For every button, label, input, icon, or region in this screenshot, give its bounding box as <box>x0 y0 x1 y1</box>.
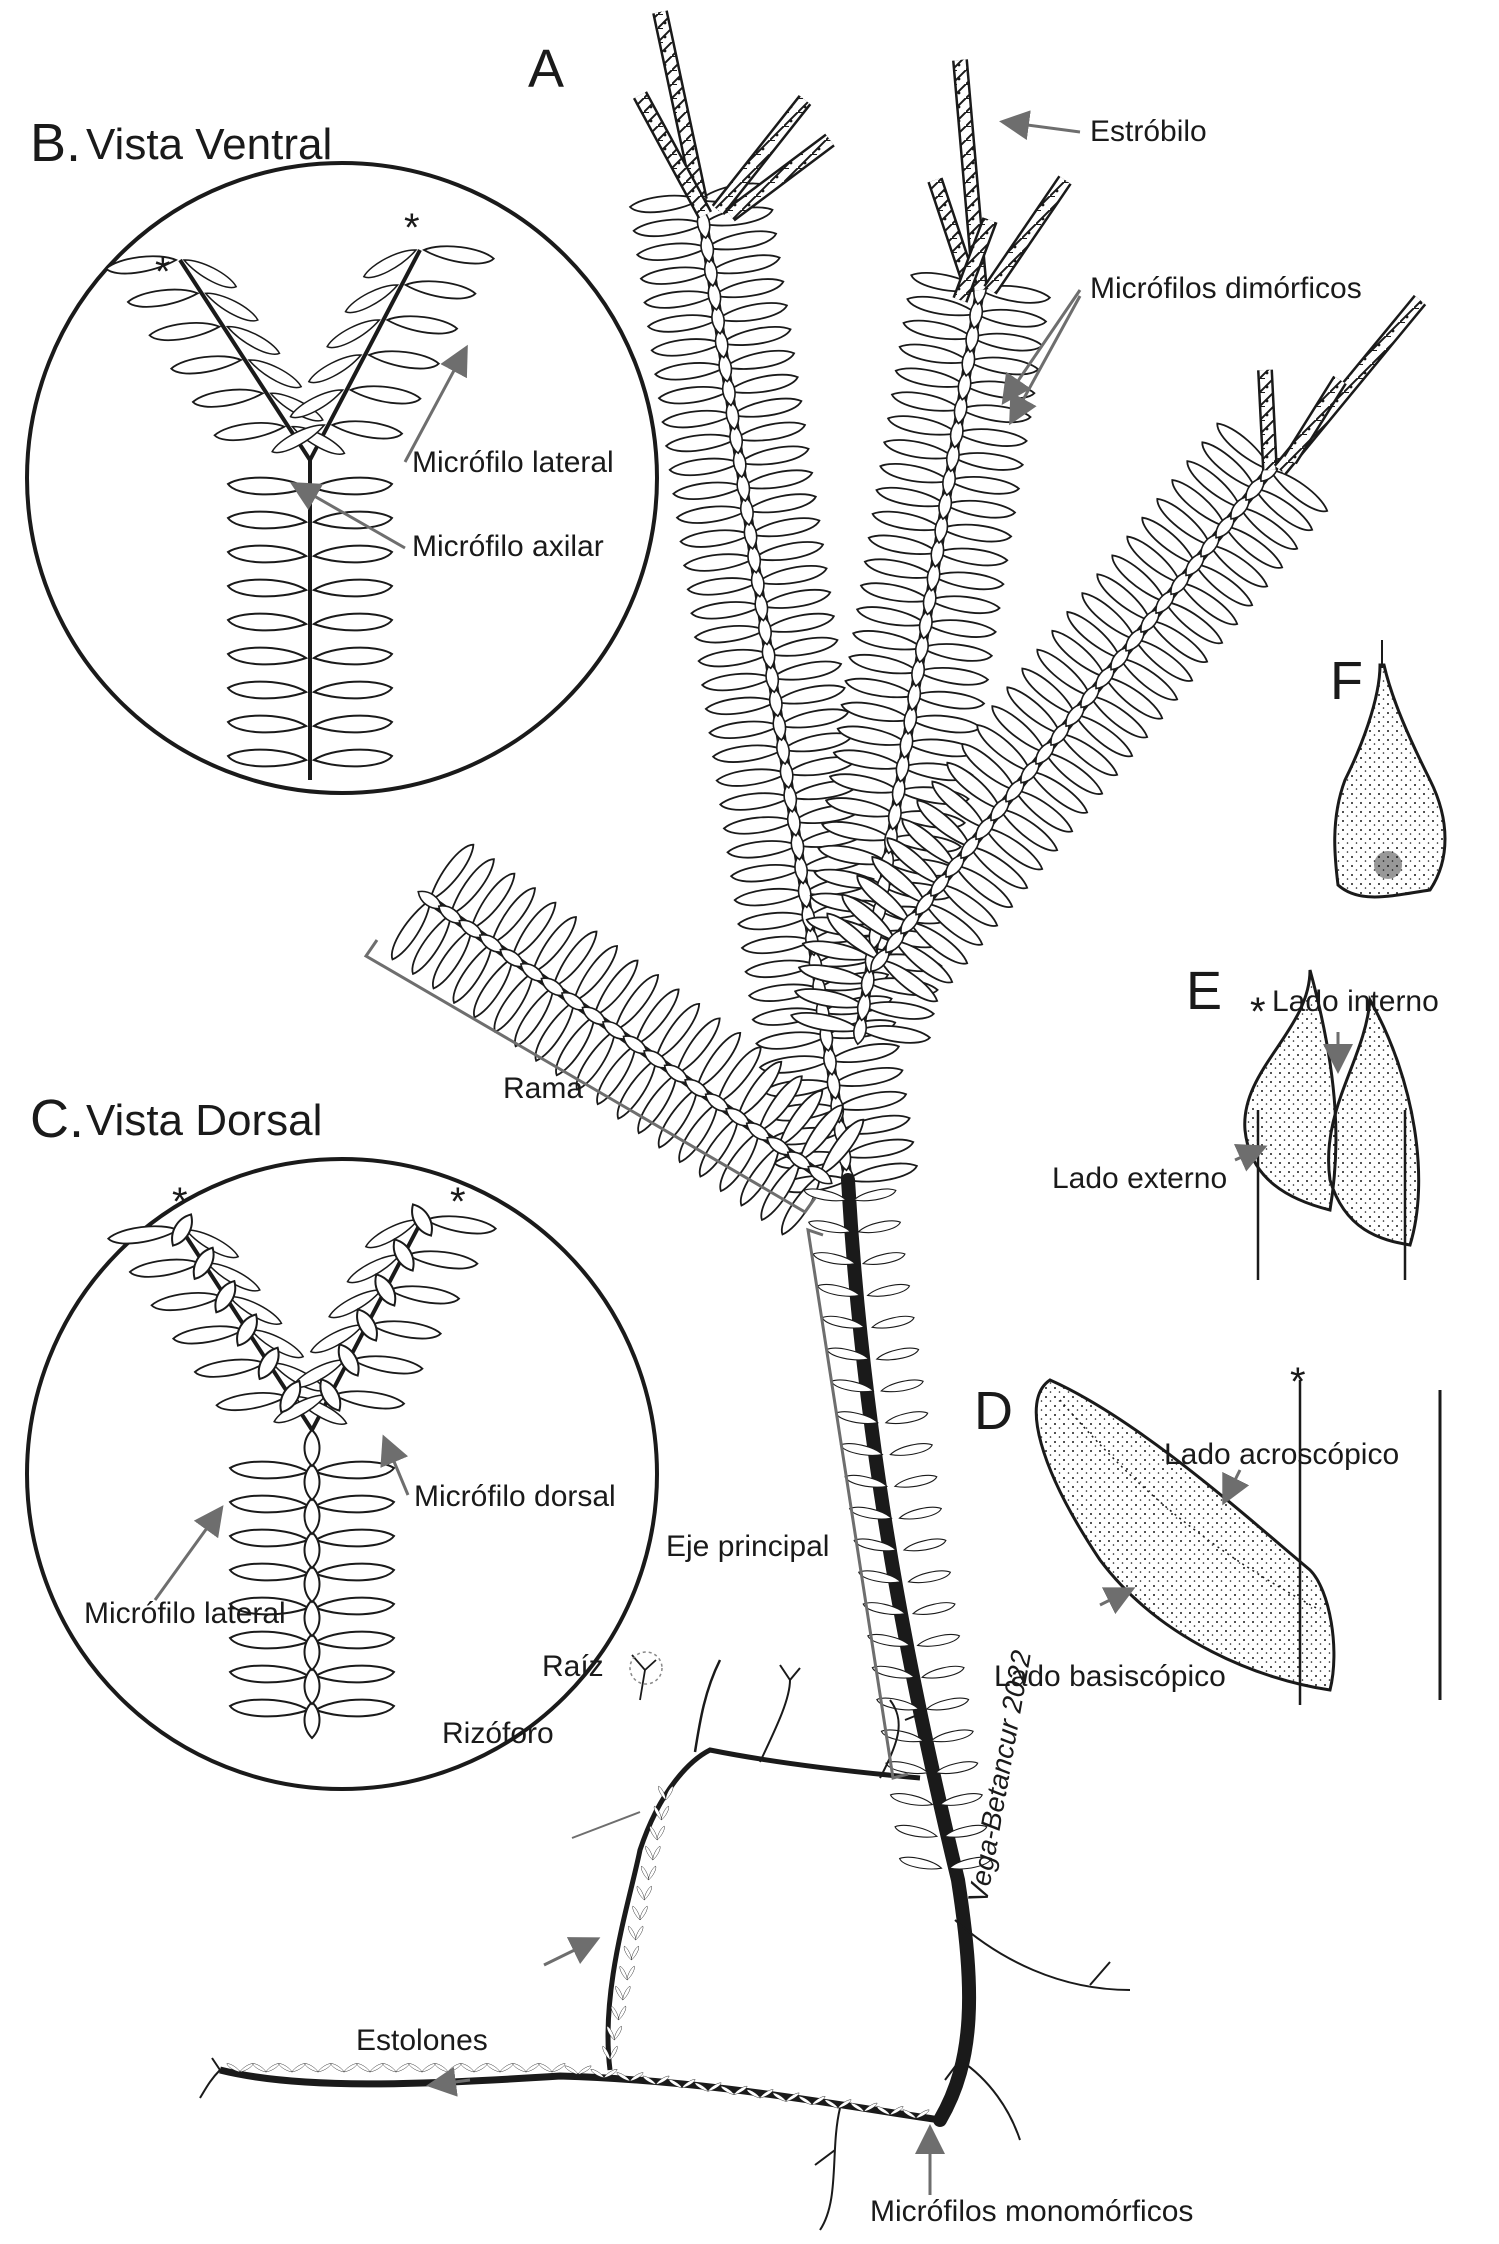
asterisk-e: * <box>1250 990 1266 1034</box>
label-lado-externo: Lado externo <box>1052 1162 1228 1195</box>
label-lado-basiscopico: Lado basiscópico <box>994 1660 1226 1693</box>
panel-b-circle <box>25 161 659 795</box>
label-raiz: Raíz <box>542 1650 604 1683</box>
panel-c-letter: C. <box>30 1089 84 1149</box>
label-rizoforo: Rizóforo <box>442 1717 554 1750</box>
asterisk-d: * <box>1290 1360 1306 1404</box>
label-eje-principal: Eje principal <box>666 1530 830 1563</box>
label-microfilo-axilar: Micrófilo axilar <box>412 530 604 563</box>
ventral-frond-drawing <box>104 239 496 780</box>
panel-f-leaf <box>1333 640 1447 899</box>
asterisk-b-right: * <box>404 206 420 250</box>
panel-c-title: Vista Dorsal <box>86 1096 323 1145</box>
label-microfilos-monomorficos: Micrófilos monomórficos <box>870 2195 1194 2228</box>
panel-b-letter: B. <box>30 113 82 173</box>
label-lado-interno: Lado interno <box>1272 985 1439 1018</box>
label-estolones: Estolones <box>356 2024 488 2057</box>
plant-drawing <box>199 10 1427 2231</box>
stolon-arch <box>605 1747 921 2071</box>
label-microfilos-dimorficos: Micrófilos dimórficos <box>1090 272 1362 305</box>
label-microfilo-dorsal: Micrófilo dorsal <box>414 1480 616 1513</box>
asterisk-c-right: * <box>450 1180 466 1224</box>
rhizophore <box>693 1659 722 1753</box>
panel-c-circle <box>25 1157 659 1791</box>
asterisk-c-left: * <box>172 1180 188 1224</box>
panel-e-letter: E <box>1186 961 1223 1021</box>
panel-d-leaf <box>1034 1378 1442 1705</box>
panel-e-leaves <box>1243 969 1421 1280</box>
panel-a-letter: A <box>528 39 565 99</box>
label-estrobilo: Estróbilo <box>1090 115 1207 148</box>
label-lado-acroscopico: Lado acroscópico <box>1164 1438 1400 1471</box>
stolon <box>219 2066 941 2124</box>
label-rama: Rama <box>503 1072 584 1105</box>
dorsal-frond-drawing <box>106 1199 498 1739</box>
panel-f-letter: F <box>1330 651 1363 711</box>
panel-b-title: Vista Ventral <box>86 120 333 169</box>
root-circle <box>629 1651 663 1685</box>
label-microfilo-lateral-b: Micrófilo lateral <box>412 446 614 479</box>
panel-d-letter: D <box>974 1381 1013 1441</box>
asterisk-b-left: * <box>155 250 171 294</box>
label-microfilo-lateral-c: Micrófilo lateral <box>84 1597 286 1630</box>
pointer-lines <box>153 110 1353 2195</box>
